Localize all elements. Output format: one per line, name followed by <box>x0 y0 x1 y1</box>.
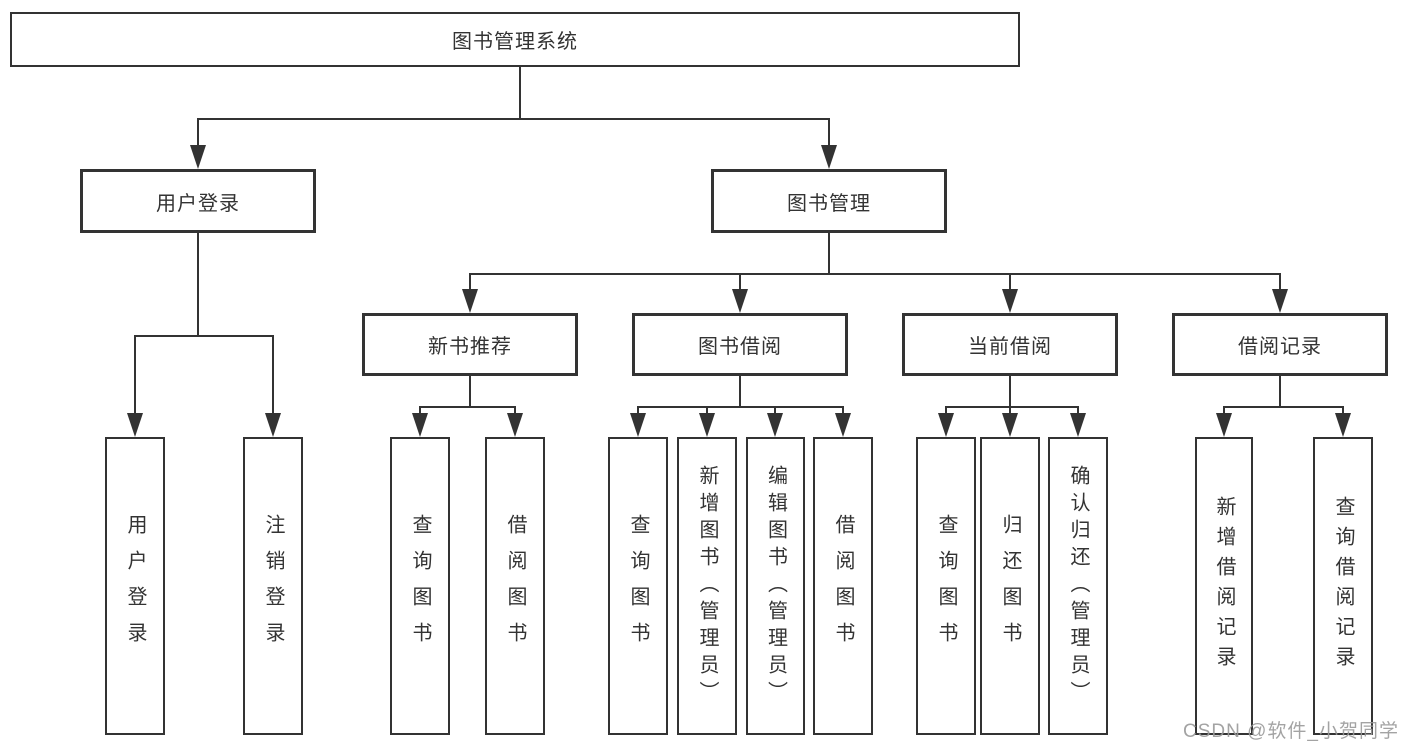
leaf-logout: 注销登录 <box>243 437 303 735</box>
arrow-down-icon <box>1272 289 1288 313</box>
arrow-down-icon <box>767 413 783 437</box>
arrow-down-icon <box>190 145 206 169</box>
arrow-down-icon <box>265 413 281 437</box>
node-book-borrowing: 图书借阅 <box>632 313 848 376</box>
leaf-add-books-admin: 新增图书（管理员） <box>677 437 737 735</box>
leaf-query-books: 查询图书 <box>608 437 668 735</box>
arrow-down-icon <box>1216 413 1232 437</box>
leaf-query-books: 查询图书 <box>390 437 450 735</box>
leaf-add-borrow-record: 新增借阅记录 <box>1195 437 1253 735</box>
node-user-login: 用户登录 <box>80 169 316 233</box>
leaf-borrow-books: 借阅图书 <box>813 437 873 735</box>
leaf-edit-books-admin: 编辑图书（管理员） <box>746 437 805 735</box>
arrow-down-icon <box>699 413 715 437</box>
arrow-down-icon <box>1002 413 1018 437</box>
leaf-query-books: 查询图书 <box>916 437 976 735</box>
node-borrowing-records: 借阅记录 <box>1172 313 1388 376</box>
arrow-down-icon <box>630 413 646 437</box>
arrow-down-icon <box>1335 413 1351 437</box>
leaf-user-login: 用户登录 <box>105 437 165 735</box>
node-current-borrowing: 当前借阅 <box>902 313 1118 376</box>
arrow-down-icon <box>732 289 748 313</box>
arrow-down-icon <box>821 145 837 169</box>
leaf-query-borrow-record: 查询借阅记录 <box>1313 437 1373 735</box>
arrow-down-icon <box>835 413 851 437</box>
arrow-down-icon <box>507 413 523 437</box>
arrow-down-icon <box>462 289 478 313</box>
csdn-watermark: CSDN @软件_小贺同学 <box>1183 721 1399 742</box>
arrow-down-icon <box>127 413 143 437</box>
arrow-down-icon <box>412 413 428 437</box>
node-book-management: 图书管理 <box>711 169 947 233</box>
leaf-confirm-return-admin: 确认归还（管理员） <box>1048 437 1108 735</box>
arrow-down-icon <box>938 413 954 437</box>
leaf-borrow-books: 借阅图书 <box>485 437 545 735</box>
leaf-return-books: 归还图书 <box>980 437 1040 735</box>
arrow-down-icon <box>1070 413 1086 437</box>
arrow-down-icon <box>1002 289 1018 313</box>
node-new-book-recommend: 新书推荐 <box>362 313 578 376</box>
node-library-management-system: 图书管理系统 <box>10 12 1020 67</box>
